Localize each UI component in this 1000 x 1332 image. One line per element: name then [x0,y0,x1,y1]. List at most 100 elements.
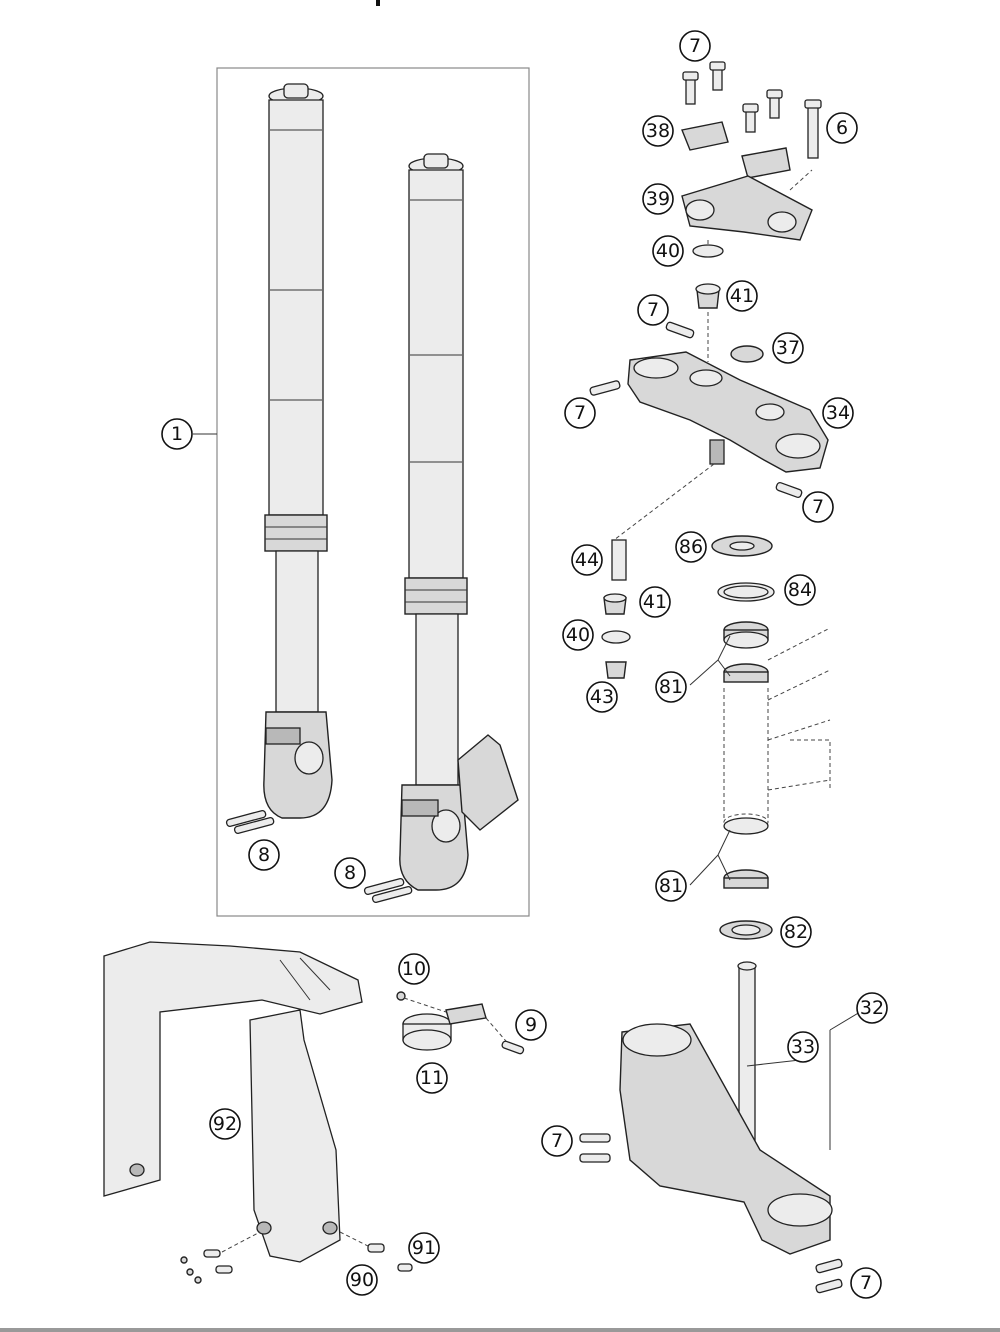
callout-41-lower: 41 [639,586,671,618]
protector-screws-90 [180,1249,233,1284]
svg-text:39: 39 [646,188,670,210]
washer-40-top [692,244,724,258]
svg-text:44: 44 [575,549,599,571]
cap-37 [730,345,764,363]
svg-text:8: 8 [344,862,356,884]
callout-91: 91 [408,1232,440,1264]
svg-text:7: 7 [812,496,824,518]
svg-text:32: 32 [860,997,884,1019]
svg-text:91: 91 [412,1237,436,1259]
callout-37: 37 [772,332,804,364]
brake-line-clamp-11 [402,1003,487,1051]
callout-41-top: 41 [726,280,758,312]
callout-6: 6 [826,112,858,144]
callout-90: 90 [346,1264,378,1296]
callout-43: 43 [586,681,618,713]
nut-10 [396,991,406,1001]
bolt-7f-lower [815,1278,843,1294]
callout-44: 44 [571,544,603,576]
callout-92: 92 [209,1108,241,1140]
svg-text:43: 43 [590,686,614,708]
callout-7-top: 7 [679,30,711,62]
svg-text:11: 11 [420,1067,444,1089]
callout-7-b: 7 [637,294,669,326]
callout-7-e: 7 [541,1125,573,1157]
screws-8b [363,877,413,904]
svg-text:8: 8 [258,844,270,866]
handlebar-clamp-38 [681,121,791,179]
svg-text:7: 7 [689,35,701,57]
svg-text:33: 33 [791,1036,815,1058]
callout-33: 33 [787,1031,819,1063]
fork-protector-92 [103,941,363,1263]
callout-10: 10 [398,953,430,985]
svg-text:81: 81 [659,676,683,698]
bolt-7f-upper [815,1258,843,1274]
protector-screw-91b [397,1263,413,1272]
bolt-7c [589,380,621,396]
callout-39: 39 [642,183,674,215]
callout-8-right: 8 [334,857,366,889]
frame-head-tube [723,627,831,831]
svg-text:40: 40 [566,624,590,646]
svg-text:9: 9 [525,1014,537,1036]
bottom-rule [0,1328,1000,1332]
clamp-bridge-39 [681,175,813,241]
nut-43 [605,661,627,679]
callout-81-upper: 81 [655,671,687,703]
callout-38: 38 [642,115,674,147]
screw-9 [501,1040,525,1055]
svg-text:10: 10 [402,958,426,980]
lower-triple-clamp-32 [619,961,833,1255]
callout-40-top: 40 [652,235,684,267]
callout-84: 84 [784,574,816,606]
left-fork-leg [263,83,333,819]
callout-1: 1 [161,418,193,450]
bearing-81-upper [723,621,769,683]
callout-82: 82 [780,916,812,948]
svg-text:38: 38 [646,120,670,142]
svg-text:1: 1 [171,423,183,445]
svg-text:84: 84 [788,579,812,601]
svg-text:6: 6 [836,117,848,139]
callout-40-lower: 40 [562,619,594,651]
callout-81-lower: 81 [655,870,687,902]
bolt-7e-upper [579,1133,611,1143]
bearing-81-lower [723,817,769,889]
handlebar-clamp-bolts [682,61,822,159]
svg-text:7: 7 [860,1272,872,1294]
protector-screw-91a [367,1243,385,1253]
callout-11: 11 [416,1062,448,1094]
callout-34: 34 [822,397,854,429]
fork-assembly-frame [216,67,530,917]
bolt-7d [775,481,803,499]
right-fork-leg [399,153,519,891]
svg-text:41: 41 [730,285,754,307]
svg-text:7: 7 [574,402,586,424]
bolt-7b [665,321,695,339]
washer-40-lower [601,630,631,644]
svg-text:81: 81 [659,875,683,897]
svg-text:7: 7 [551,1130,563,1152]
callout-7-d: 7 [802,491,834,523]
svg-text:7: 7 [647,299,659,321]
callout-86: 86 [675,531,707,563]
callout-7-f: 7 [850,1267,882,1299]
upper-triple-clamp-34 [627,351,829,473]
svg-text:92: 92 [213,1113,237,1135]
svg-text:90: 90 [350,1269,374,1291]
callout-8-left: 8 [248,839,280,871]
svg-text:37: 37 [776,337,800,359]
svg-text:82: 82 [784,921,808,943]
callout-9: 9 [515,1009,547,1041]
svg-text:40: 40 [656,240,680,262]
svg-text:86: 86 [679,536,703,558]
screws-8a [225,809,275,835]
svg-text:41: 41 [643,591,667,613]
callout-32: 32 [856,992,888,1024]
spacer-44 [611,539,627,581]
top-edge-mark [376,0,380,6]
callout-7-c: 7 [564,397,596,429]
